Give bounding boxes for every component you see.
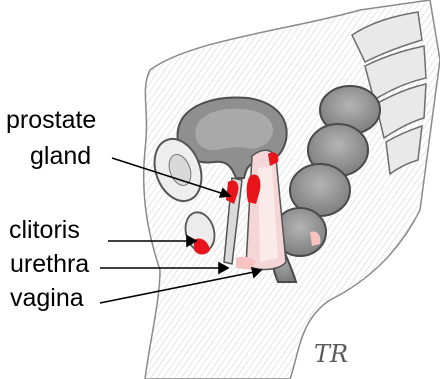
artist-signature: TR: [314, 340, 348, 368]
label-prostate: prostate: [6, 106, 96, 134]
label-clitoris: clitoris: [9, 216, 80, 244]
label-gland: gland: [30, 142, 91, 170]
label-vagina: vagina: [10, 284, 84, 312]
label-urethra: urethra: [10, 250, 89, 278]
